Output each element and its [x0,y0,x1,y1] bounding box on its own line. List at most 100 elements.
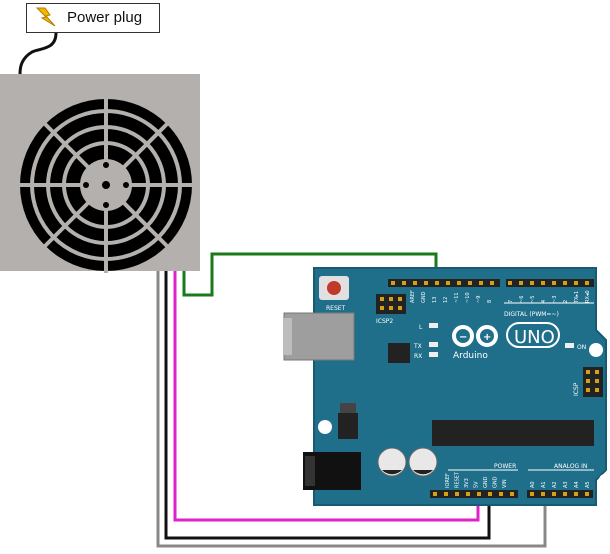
power-pin-label: 3V3 [464,478,470,488]
analog-pin-label: A2 [552,481,558,488]
led-rx-label: RX [414,353,422,360]
digital-label: DIGITAL (PWM=~) [504,311,559,318]
reset-label: RESET [326,305,346,312]
analog-pin [541,492,545,496]
led-rx [429,352,438,357]
digital-right-pin-label: 2 [563,300,569,303]
digital-left-pin-label: 13 [432,297,438,303]
digital-left-pin [490,281,494,285]
digital-left-pin [413,281,417,285]
led-on [565,343,574,348]
digital-left-pin [457,281,461,285]
model-label: UNO [514,327,555,348]
power-plug-text: Power plug [67,9,143,26]
power-pin [444,492,448,496]
analog-pin [530,492,534,496]
svg-text:−: − [459,332,467,343]
digital-right-pin [519,281,523,285]
wire-signal [182,252,438,297]
svg-text:+: + [483,332,491,343]
digital-right-pin [574,281,578,285]
icsp2-header [376,294,406,314]
digital-left-pin [468,281,472,285]
led-tx-label: TX [413,343,422,350]
analog-label: ANALOG IN [554,463,587,470]
analog-pin [563,492,567,496]
power-pin [510,492,514,496]
brand-label: Arduino [453,351,488,361]
digital-right-pin-label: RX◂0 [585,290,591,303]
analog-header [527,490,593,498]
digital-right-pin-label: ~6 [519,296,525,303]
power-pin [488,492,492,496]
digital-right-pin-label: TX▸1 [574,291,580,304]
power-pin [499,492,503,496]
digital-left-pin-label: ~9 [476,296,482,303]
wire-ground [164,271,491,540]
analog-pin [585,492,589,496]
digital-header-left [388,279,500,287]
power-pin-label: VIN [502,479,508,488]
power-pin-label: 5V [474,481,480,488]
digital-left-pin [402,281,406,285]
power-pin-label: GND [483,476,489,488]
digital-right-pin-label: 7 [508,300,514,303]
digital-right-pin [541,281,545,285]
icsp-label: ICSP [573,382,580,396]
analog-pin-label: A0 [530,481,536,488]
digital-header-right [506,279,594,287]
capacitor-2 [408,447,438,477]
digital-left-pin-label: ~11 [454,292,460,303]
digital-left-pin-label: 12 [443,297,449,303]
analog-pin-label: A1 [541,481,547,488]
digital-left-pin-label: ~10 [465,292,471,303]
lightning-bolt-icon [35,7,56,27]
digital-left-pin-label: GND [421,291,427,303]
led-l-label: L [419,324,423,331]
power-pin [433,492,437,496]
digital-right-pin-label: ~5 [530,296,536,303]
digital-right-pin [552,281,556,285]
power-pin [477,492,481,496]
fan [0,74,200,273]
analog-pin-label: A3 [563,481,569,488]
wire-analog [156,271,547,548]
led-tx [429,342,438,347]
analog-pin-label: A4 [574,481,580,488]
digital-left-pin-label: AREF [410,290,416,303]
led-l [429,323,438,328]
microcontroller [432,420,594,446]
digital-left-pin [391,281,395,285]
digital-left-pin [479,281,483,285]
digital-right-pin [563,281,567,285]
arduino-logo [452,325,498,347]
digital-left-pin-label: 8 [487,300,493,303]
digital-right-pin-label: ~3 [552,296,558,303]
power-label: POWER [494,463,516,470]
small-chip [388,343,410,363]
analog-pin [574,492,578,496]
digital-right-pin [508,281,512,285]
power-pin-label: GND [493,476,499,488]
power-plug-label: Power plug [26,3,160,33]
icsp-header [583,367,603,397]
led-on-label: ON [577,344,586,351]
power-pin [466,492,470,496]
usb-port [283,312,355,361]
digital-left-pin [446,281,450,285]
digital-right-pin [585,281,589,285]
digital-right-pin [530,281,534,285]
digital-left-pin [435,281,439,285]
icsp2-label: ICSP2 [376,318,393,325]
analog-pin-label: A5 [585,481,591,488]
digital-left-pin [424,281,428,285]
power-header [430,490,518,498]
power-pin-label: RESET [455,471,461,488]
power-cord [18,32,58,75]
digital-right-pin-label: 4 [541,300,547,303]
power-pin-label: IOREF [445,473,451,488]
capacitor-1 [377,447,407,477]
